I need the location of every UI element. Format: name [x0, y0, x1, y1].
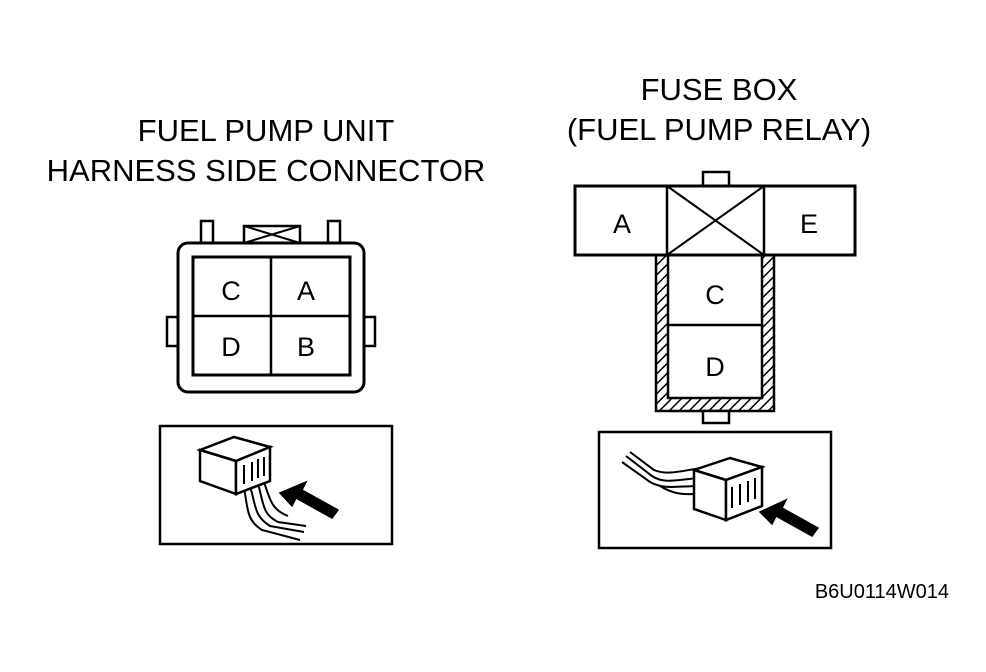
- left-terminal-d: D: [221, 332, 241, 362]
- left-connector-block: [196, 435, 274, 496]
- left-view-arrow: [278, 480, 340, 519]
- fuel-pump-connector: [165, 219, 377, 394]
- figure-code: B6U0114W014: [815, 581, 949, 603]
- left-terminal-c: C: [221, 276, 241, 306]
- right-view-arrow: [758, 498, 820, 537]
- right-terminal-d: D: [705, 352, 725, 382]
- left-title-line1: FUEL PUMP UNIT: [138, 113, 395, 148]
- fuse-box-relay: [573, 170, 857, 425]
- right-title-line2: (FUEL PUMP RELAY): [567, 112, 871, 147]
- left-terminal-a: A: [297, 276, 315, 306]
- right-terminal-e: E: [800, 209, 818, 239]
- right-terminal-a: A: [613, 209, 631, 239]
- left-view-inset: [158, 424, 394, 546]
- left-wire-bundle: [243, 481, 307, 541]
- right-terminal-c: C: [705, 280, 725, 310]
- left-terminal-b: B: [297, 332, 315, 362]
- left-title-line2: HARNESS SIDE CONNECTOR: [47, 153, 486, 188]
- right-view-inset: [597, 430, 833, 550]
- right-connector-block: [689, 456, 767, 522]
- right-title-line1: FUSE BOX: [641, 72, 798, 107]
